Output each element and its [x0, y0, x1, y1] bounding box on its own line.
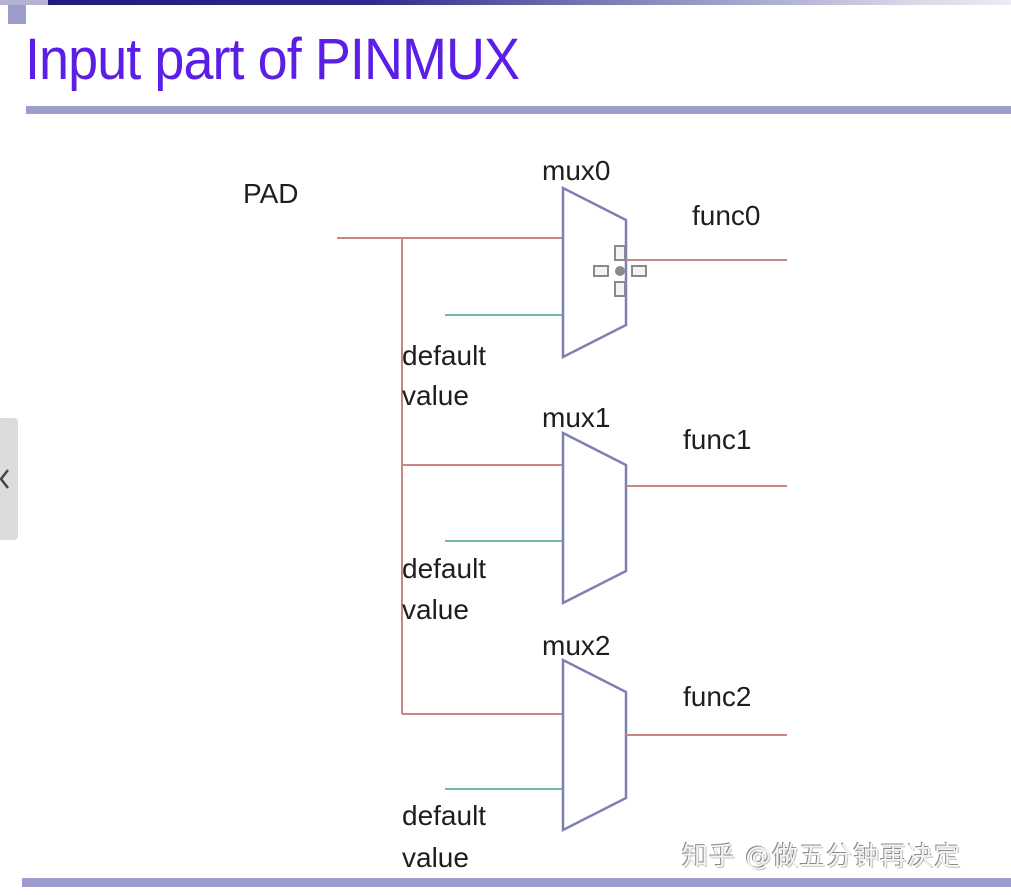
top-bar-corner [0, 0, 48, 5]
func1-label: func1 [683, 424, 752, 455]
mux1-shape [561, 430, 628, 606]
mux1-label: mux1 [542, 402, 611, 433]
func0-label: func0 [692, 200, 761, 231]
mux0-default-label-line1: default [402, 340, 487, 371]
bottom-rule [22, 878, 1011, 887]
mux0-default-label-line2: value [402, 380, 469, 411]
watermark: 知乎 @做五分钟再决定 [682, 842, 962, 872]
mux2-default-label-line2: value [402, 842, 469, 873]
chevron-left-icon [0, 469, 9, 489]
mux2-shape [561, 657, 628, 833]
move-cursor-icon [593, 245, 647, 297]
side-panel-toggle[interactable] [0, 418, 18, 540]
mux0-label: mux0 [542, 155, 611, 186]
func2-label: func2 [683, 681, 752, 712]
mux2-default-label-line1: default [402, 800, 487, 831]
pad-label: PAD [243, 178, 299, 209]
title-rule [26, 106, 1011, 114]
corner-square [8, 5, 26, 24]
mux2-label: mux2 [542, 630, 611, 661]
mux1-default-label-line1: default [402, 553, 487, 584]
mux1-default-label-line2: value [402, 594, 469, 625]
slide-title: Input part of PINMUX [25, 27, 520, 92]
top-bar [24, 0, 1011, 5]
